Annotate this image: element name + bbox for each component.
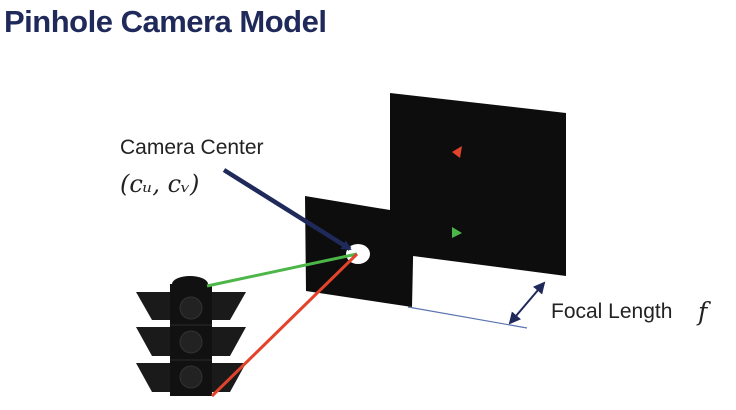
- focal-length-symbol: f: [696, 297, 711, 326]
- camera-center-arrow: [222, 168, 352, 251]
- focal-baseline: [407, 306, 528, 329]
- projected-point-green: [452, 227, 462, 238]
- camera-center-coords: (cᵤ, cᵥ): [120, 170, 199, 198]
- focal-length-label: Focal Length: [551, 300, 672, 323]
- ray-bottom-red: [210, 252, 359, 398]
- ray-top-green: [206, 252, 358, 288]
- focal-length-arrow: [508, 281, 546, 325]
- page-title: Pinhole Camera Model: [4, 4, 327, 39]
- camera-center-label: Camera Center: [120, 136, 264, 159]
- traffic-light-icon: [136, 276, 246, 396]
- image-plane: [390, 93, 566, 276]
- projected-point-red: [452, 146, 462, 158]
